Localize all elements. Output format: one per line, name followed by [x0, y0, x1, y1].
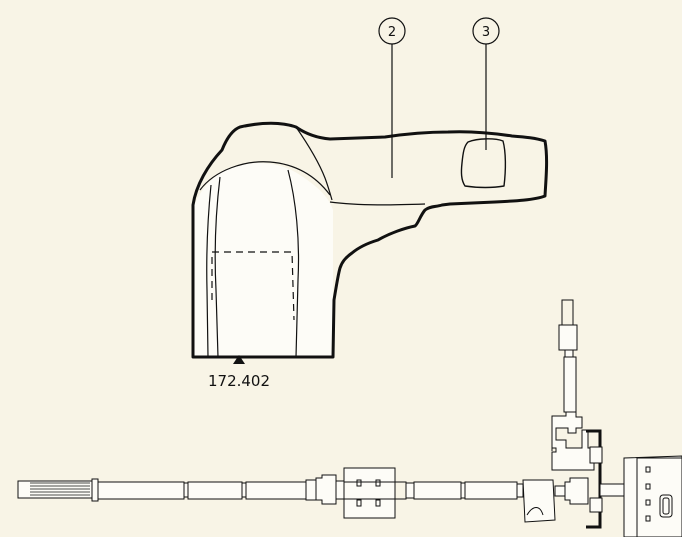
plan-right-mark — [645, 499, 651, 506]
small-stone-outline — [460, 138, 507, 189]
plan-curve — [526, 507, 544, 516]
joint-line — [329, 201, 426, 206]
plan-segment — [464, 481, 518, 500]
plan-square-block — [343, 467, 396, 519]
plan-end-hatch — [30, 482, 90, 496]
elevation-triangle — [233, 355, 245, 364]
plan-branch-segment — [563, 356, 577, 413]
callout-2: 2 — [378, 17, 406, 178]
column-fill — [193, 163, 333, 357]
plan-block-mark — [356, 499, 362, 507]
plan-joint — [589, 446, 603, 464]
plan-block-mark — [375, 499, 381, 507]
plan-segment — [516, 483, 524, 498]
plan-right-mark — [645, 483, 651, 490]
plan-segment — [599, 483, 625, 497]
plan-segment — [405, 482, 415, 499]
plan-segment — [305, 479, 317, 501]
column-left-line — [206, 184, 212, 358]
plan-segment — [554, 485, 566, 497]
plan-drawing — [17, 299, 682, 537]
main-block-outline — [191, 121, 549, 359]
column-right-line — [287, 169, 300, 358]
section-drawing — [191, 121, 549, 359]
plan-right-mark — [645, 515, 651, 522]
plan-right-wall — [623, 455, 682, 537]
plan-right-mark — [645, 466, 651, 473]
plan-segment — [183, 482, 189, 498]
plan-notched-block — [522, 479, 556, 523]
plan-segment — [564, 477, 589, 505]
plan-bracket — [586, 429, 602, 529]
callout-3-number: 3 — [482, 25, 490, 40]
plan-segment — [460, 482, 466, 499]
elevation-marker: 172.402 — [208, 355, 270, 390]
plan-segment — [315, 474, 337, 505]
plan-block-mark — [375, 479, 381, 487]
plan-joint — [589, 497, 603, 513]
plan-segment — [97, 481, 185, 500]
callout-3: 3 — [472, 17, 500, 150]
plan-dashed-outline — [551, 448, 594, 471]
hidden-outline — [211, 251, 295, 321]
plan-segment — [187, 481, 243, 500]
plan-branch-segment — [561, 299, 574, 326]
shoulder-line — [295, 126, 333, 201]
callout-2-number: 2 — [388, 25, 396, 40]
elevation-label: 172.402 — [208, 372, 270, 390]
plan-segment — [413, 481, 462, 500]
plan-segment — [91, 478, 99, 502]
plan-segment — [245, 481, 307, 500]
plan-branch-segment — [558, 324, 578, 351]
column-inner-left-line — [214, 176, 221, 358]
plan-block-mark — [356, 479, 362, 487]
arch-line — [199, 161, 331, 196]
plan-branch-segment — [564, 349, 574, 358]
plan-end-piece — [17, 480, 93, 499]
plan-right-opening — [662, 497, 670, 515]
plan-segment — [241, 482, 247, 498]
plan-branch-segment — [551, 411, 595, 471]
plan-right-inner — [636, 457, 682, 537]
